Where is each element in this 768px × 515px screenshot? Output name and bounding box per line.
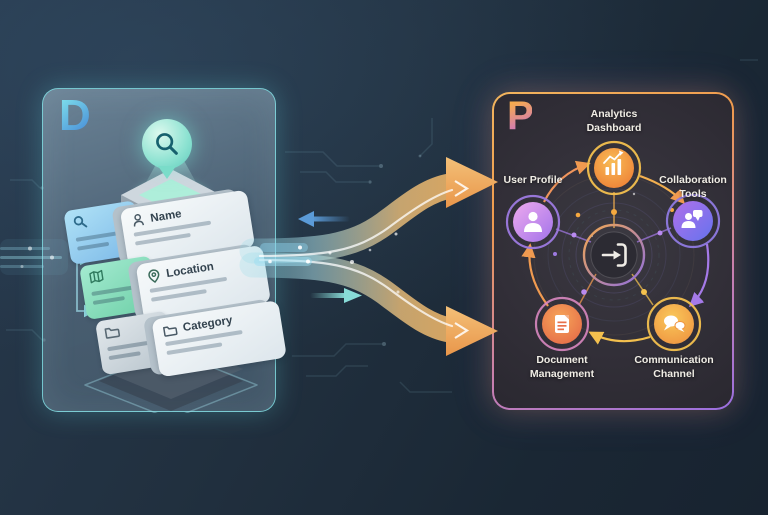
node-communication-channel (646, 296, 702, 352)
destination-logo: P (507, 94, 534, 138)
chat-bubbles-icon (664, 315, 686, 332)
placeholder-line (92, 296, 125, 305)
search-pin (142, 119, 192, 169)
record-card-stack: Name (55, 180, 294, 401)
fork-arrowhead-upper (446, 157, 498, 208)
placeholder-line (107, 340, 152, 352)
record-row-category: Category (95, 291, 303, 391)
hub-spokes (555, 192, 672, 306)
label-communication-channel: Communication Channel (634, 354, 714, 380)
node-user-profile (505, 194, 561, 250)
label-analytics-dashboard: Analytics Dashboard (586, 108, 642, 134)
magnifier-icon (73, 216, 88, 228)
label-collaboration-tools: Collaboration Tools (659, 174, 727, 200)
destination-panel: P (492, 92, 734, 410)
placeholder-line (77, 241, 110, 251)
card-title: Location (165, 260, 215, 281)
card-title: Category (182, 314, 234, 335)
folder-icon (104, 327, 121, 339)
central-hub (582, 223, 646, 287)
label-document-management: Document Management (529, 354, 595, 380)
map-icon (89, 269, 104, 284)
location-pin-icon (148, 269, 160, 284)
node-analytics-dashboard (586, 140, 642, 196)
placeholder-line (75, 231, 120, 242)
people-chat-icon (681, 210, 703, 228)
person-icon (133, 213, 145, 227)
person-icon (524, 211, 542, 232)
pin-tail (158, 166, 176, 179)
left-arrow (298, 211, 350, 227)
source-panel: D (42, 88, 287, 413)
node-document-management (534, 296, 590, 352)
back-card (95, 310, 175, 376)
fork-arrowhead-lower (446, 306, 498, 356)
placeholder-line (91, 285, 136, 297)
import-transfer-icon (601, 243, 627, 267)
front-card: Location (135, 244, 272, 323)
right-arrow (310, 288, 362, 303)
placeholder-line (108, 351, 141, 361)
decor-dots (553, 192, 674, 295)
front-card: Category (151, 300, 287, 378)
bar-chart-icon (603, 150, 624, 175)
source-logo: D (59, 91, 91, 140)
magnifier-icon (156, 133, 178, 155)
document-icon (555, 315, 569, 333)
destination-panel-inner: P (494, 94, 732, 408)
label-user-profile: User Profile (503, 174, 563, 186)
folder-icon (163, 326, 178, 337)
node-collaboration-tools (665, 193, 721, 249)
card-title: Name (149, 207, 183, 225)
